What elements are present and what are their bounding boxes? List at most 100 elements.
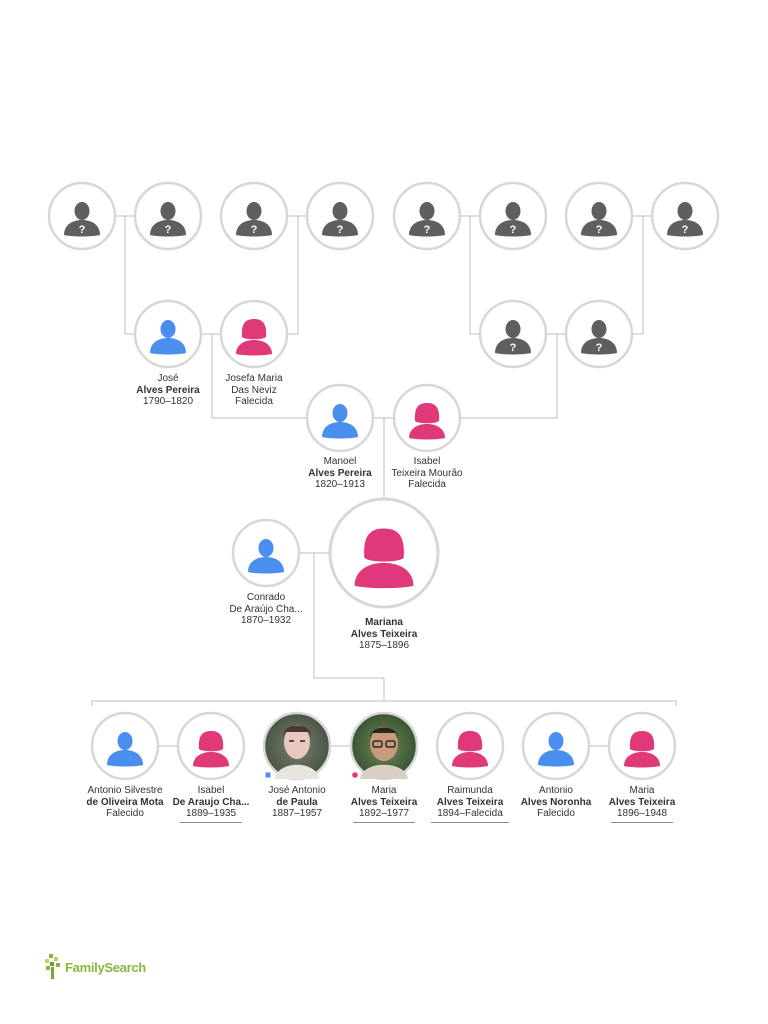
unknown-ancestor-8[interactable]: ? <box>650 181 720 251</box>
question-mark-icon: ? <box>79 224 86 236</box>
surname: Teixeira Mourão <box>391 467 463 479</box>
tree-connectors <box>91 215 677 747</box>
given-name: José Antonio <box>268 785 326 796</box>
male-silhouette-icon <box>150 320 186 355</box>
given-name: José <box>157 373 179 384</box>
female-silhouette-icon <box>354 528 414 589</box>
life-dates: 1875–1896 <box>358 640 410 651</box>
familysearch-logo[interactable]: FamilySearch <box>44 954 146 980</box>
question-mark-icon: ? <box>424 224 431 236</box>
child-1[interactable] <box>90 711 160 781</box>
given-name: Conrado <box>246 592 286 603</box>
life-dates: 1870–1932 <box>240 615 292 626</box>
person-manoel[interactable] <box>305 383 375 453</box>
male-silhouette-icon <box>538 732 574 767</box>
person-label-mariana[interactable]: Mariana Alves Teixeira 1875–1896 <box>324 617 444 652</box>
surname: Alves Teixeira <box>350 796 418 808</box>
life-dates: 1892–1977 <box>352 808 416 823</box>
person-label-josefa[interactable]: Josefa Maria Das Neviz Falecida <box>194 373 314 408</box>
life-dates: 1820–1913 <box>314 479 366 490</box>
female-silhouette-icon <box>236 319 272 356</box>
unknown-ancestor-4[interactable]: ? <box>305 181 375 251</box>
portrait-face-icon <box>275 725 319 779</box>
child-6[interactable] <box>521 711 591 781</box>
surname: Alves Pereira <box>136 384 200 396</box>
surname: De Araújo Cha... <box>229 603 303 615</box>
question-mark-icon: ? <box>682 224 689 236</box>
life-dates: 1790–1820 <box>142 396 194 407</box>
person-label-isabel-mourao[interactable]: Isabel Teixeira Mourão Falecida <box>367 456 487 491</box>
person-label-jose-pereira[interactable]: José Alves Pereira 1790–1820 <box>108 373 228 408</box>
unknown-ancestor-9[interactable]: ? <box>478 299 548 369</box>
life-dates: 1896–1948 <box>610 808 674 823</box>
life-dates: 1894–Falecida <box>431 808 509 823</box>
given-name: Isabel <box>197 785 225 796</box>
unknown-person-icon: ? <box>409 202 445 237</box>
given-name: Raimunda <box>447 785 493 796</box>
child-7[interactable] <box>607 711 677 781</box>
unknown-person-icon: ? <box>581 202 617 237</box>
unknown-person-icon: ? <box>581 320 617 355</box>
child-4[interactable] <box>349 711 419 781</box>
person-isabel-mourao[interactable] <box>392 383 462 453</box>
unknown-ancestor-7[interactable]: ? <box>564 181 634 251</box>
unknown-ancestor-6[interactable]: ? <box>478 181 548 251</box>
person-josefa[interactable] <box>219 299 289 369</box>
child-2[interactable] <box>176 711 246 781</box>
child-3[interactable] <box>262 711 332 781</box>
unknown-ancestor-3[interactable]: ? <box>219 181 289 251</box>
child-5[interactable] <box>435 711 505 781</box>
life-dates: Falecido <box>537 808 575 819</box>
surname: Alves Pereira <box>308 467 372 479</box>
person-mariana[interactable] <box>328 497 440 609</box>
given-name: Maria <box>629 785 655 796</box>
unknown-person-icon: ? <box>64 202 100 237</box>
surname: de Oliveira Mota <box>86 796 164 808</box>
brand-name: FamilySearch <box>65 959 146 975</box>
male-silhouette-icon <box>248 539 284 574</box>
given-name: Manoel <box>323 456 357 467</box>
given-name: Antonio Silvestre <box>87 785 163 796</box>
surname: Alves Noronha <box>520 796 592 808</box>
unknown-ancestor-10[interactable]: ? <box>564 299 634 369</box>
unknown-person-icon: ? <box>322 202 358 237</box>
unknown-person-icon: ? <box>236 202 272 237</box>
unknown-ancestor-2[interactable]: ? <box>133 181 203 251</box>
life-dates: Falecida <box>408 479 446 490</box>
portrait-face-icon <box>360 727 408 779</box>
person-label-manoel[interactable]: Manoel Alves Pereira 1820–1913 <box>280 456 400 491</box>
life-dates: Falecido <box>106 808 144 819</box>
unknown-person-icon: ? <box>150 202 186 237</box>
question-mark-icon: ? <box>165 224 172 236</box>
question-mark-icon: ? <box>251 224 258 236</box>
given-name: Josefa Maria <box>225 373 283 384</box>
person-conrado[interactable] <box>231 518 301 588</box>
female-silhouette-icon <box>452 731 488 768</box>
unknown-ancestor-5[interactable]: ? <box>392 181 462 251</box>
surname: de Paula <box>276 796 318 808</box>
tree-logo-icon <box>45 954 60 979</box>
male-silhouette-icon <box>322 404 358 439</box>
surname: Alves Teixeira <box>436 796 504 808</box>
unknown-ancestor-1[interactable]: ? <box>47 181 117 251</box>
unknown-person-icon: ? <box>667 202 703 237</box>
life-dates: Falecida <box>235 396 273 407</box>
surname: Alves Teixeira <box>608 796 676 808</box>
female-silhouette-icon <box>409 403 445 440</box>
given-name: Mariana <box>365 617 403 628</box>
surname: Alves Teixeira <box>350 628 418 640</box>
person-label-conrado[interactable]: Conrado De Araújo Cha... 1870–1932 <box>206 592 326 627</box>
life-dates: 1889–1935 <box>179 808 243 823</box>
person-jose-pereira[interactable] <box>133 299 203 369</box>
surname: De Araujo Cha... <box>172 796 250 808</box>
question-mark-icon: ? <box>596 224 603 236</box>
gender-marker-icon <box>352 772 358 778</box>
